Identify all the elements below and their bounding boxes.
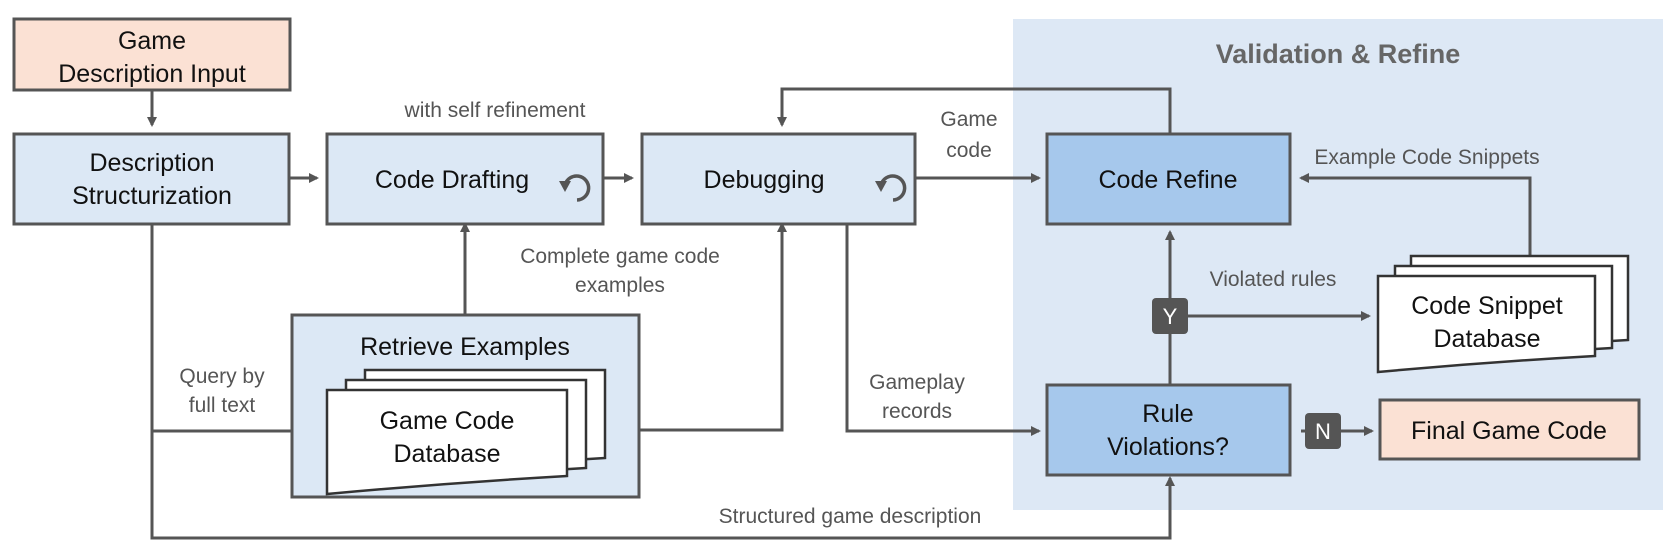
refresh-icon-drafting-head	[559, 181, 571, 192]
code-refine-box	[1045, 132, 1292, 226]
game-code-db-label-2: Database	[393, 440, 500, 468]
refresh-icon-drafting	[563, 174, 591, 202]
game-input-label-1: Game	[118, 27, 186, 55]
yes-badge-label: Y	[1163, 304, 1178, 329]
structurization-label-2: Structurization	[72, 182, 232, 210]
game-description-input-box	[12, 17, 292, 92]
arrow-structured-desc-to-rule	[150, 224, 1175, 540]
no-badge	[1305, 413, 1341, 449]
arrow-debugging-to-rule	[845, 224, 1041, 436]
final-game-code-label: Final Game Code	[1411, 417, 1607, 445]
query-label-2: full text	[189, 394, 256, 417]
arrow-db-to-debugging	[603, 222, 787, 432]
debugging-label: Debugging	[704, 166, 825, 194]
arrow-refine-to-debugging	[777, 87, 1172, 134]
structurization-label-1: Description	[89, 149, 214, 177]
structured-description-label: Structured game description	[719, 505, 982, 528]
code-snippet-db-label-1: Code Snippet	[1411, 292, 1563, 320]
code-drafting-label: Code Drafting	[375, 166, 529, 194]
rule-violations-label-1: Rule	[1142, 400, 1193, 428]
game-code-db-label-1: Game Code	[380, 407, 515, 435]
panel-title: Validation & Refine	[1216, 39, 1461, 69]
code-snippet-db-label-2: Database	[1433, 325, 1540, 353]
description-structurization-box	[12, 132, 291, 226]
rule-violations-box	[1045, 383, 1292, 477]
refresh-icon-debugging-head	[875, 181, 887, 192]
example-snippets-label: Example Code Snippets	[1314, 146, 1539, 169]
retrieve-examples-label: Retrieve Examples	[360, 333, 570, 361]
no-badge-label: N	[1315, 419, 1331, 444]
gameplay-label-2: records	[882, 400, 952, 423]
complete-examples-label-2: examples	[575, 274, 665, 297]
final-game-code-box	[1378, 398, 1641, 461]
rule-violations-label-2: Violations?	[1107, 433, 1229, 461]
game-code-label-2: code	[946, 139, 992, 162]
debugging-box	[640, 132, 917, 226]
refresh-icon-debugging	[879, 174, 907, 202]
gameplay-label-1: Gameplay	[869, 371, 965, 394]
game-code-label-1: Game	[940, 108, 997, 131]
arrow-snippets-to-refine	[1299, 173, 1532, 256]
self-refinement-label: with self refinement	[404, 99, 586, 122]
violated-rules-label: Violated rules	[1210, 268, 1337, 291]
code-snippet-database-icon	[1376, 254, 1630, 374]
code-drafting-box	[325, 132, 605, 226]
code-refine-label: Code Refine	[1099, 166, 1238, 194]
complete-examples-label-1: Complete game code	[520, 245, 720, 268]
game-code-database-icon	[325, 368, 607, 496]
game-input-label-2: Description Input	[58, 60, 246, 88]
query-label-1: Query by	[179, 365, 265, 388]
yes-badge	[1152, 298, 1188, 334]
